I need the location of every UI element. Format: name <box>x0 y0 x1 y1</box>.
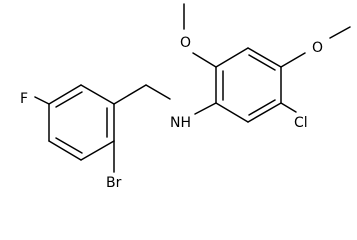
fluorine-label: F <box>20 91 28 107</box>
ring-bond <box>80 84 115 105</box>
bromine-label: Br <box>106 175 122 191</box>
ring-bond <box>215 102 249 123</box>
methoxy-right-oxygen-label: O <box>312 40 323 56</box>
ring-bond <box>48 84 82 105</box>
n-aryl-bond <box>194 102 217 115</box>
chlorine-bond <box>280 102 297 113</box>
ring-double-bond <box>248 99 276 116</box>
ring-bond <box>215 47 249 68</box>
ring-bond <box>80 140 115 161</box>
benzyl-bond <box>113 84 147 105</box>
structure-diagram: F Br NH Cl O O <box>20 3 351 191</box>
chlorine-label: Cl <box>294 115 308 131</box>
ring-bond <box>48 140 82 161</box>
ch2-n-bond <box>145 84 171 100</box>
ring-double-bond <box>55 91 83 108</box>
methoxy-right-methyl <box>329 26 351 39</box>
chlorodimethoxy-ring <box>215 47 282 123</box>
ring-bond <box>247 102 282 123</box>
amine-label: NH <box>170 115 191 131</box>
methoxy-top-oxygen-label: O <box>180 35 191 51</box>
fluorine-bond <box>34 96 50 105</box>
methoxy-top-bond <box>192 52 217 68</box>
ring-bond <box>247 47 282 68</box>
molecule-svg: F Br NH Cl O O <box>20 3 351 191</box>
methoxy-right-bond <box>280 52 306 68</box>
ring-double-bond <box>248 54 276 71</box>
fluorobenzene-ring <box>48 84 115 161</box>
ring-double-bond <box>55 137 83 154</box>
